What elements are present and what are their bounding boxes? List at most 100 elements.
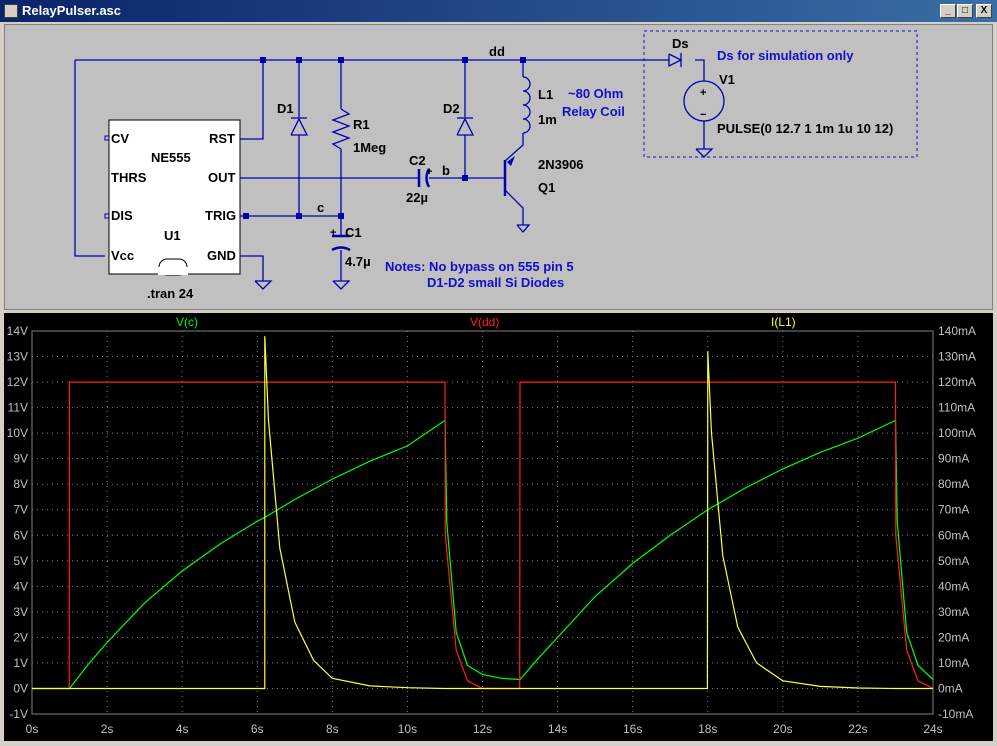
schematic-pane[interactable]: CV RST NE555 THRS OUT DIS TRIG U1 Vcc GN… <box>4 24 993 310</box>
u1-ref: U1 <box>164 228 181 243</box>
c2-ref[interactable]: C2 <box>409 153 426 168</box>
y-right-tick-label: 20mA <box>938 630 969 644</box>
x-tick-label: 10s <box>398 722 417 736</box>
y-right-tick-label: 140mA <box>938 324 976 338</box>
y-left-tick-label: 7V <box>13 503 28 517</box>
y-right-tick-label: 130mA <box>938 350 976 364</box>
note-line-2[interactable]: D1-D2 small Si Diodes <box>427 275 564 290</box>
x-tick-label: 8s <box>326 722 339 736</box>
minimize-button[interactable]: _ <box>940 4 956 18</box>
comment-texts: ~80 Ohm Relay Coil Ds for simulation onl… <box>385 48 854 290</box>
l1-ref[interactable]: L1 <box>538 87 553 102</box>
y-right-tick-label: 110mA <box>938 401 975 415</box>
legend-vc[interactable]: V(c) <box>176 315 198 329</box>
net-dd-label[interactable]: dd <box>489 44 505 59</box>
y-left-tick-label: 14V <box>7 324 28 338</box>
y-left-tick-label: 2V <box>13 630 28 644</box>
x-tick-label: 6s <box>251 722 264 736</box>
pin-dis: DIS <box>111 208 133 223</box>
pin-trig: TRIG <box>205 208 236 223</box>
pin-vcc: Vcc <box>111 248 134 263</box>
net-c-label[interactable]: c <box>317 200 324 215</box>
y-left-tick-label: 12V <box>7 375 28 389</box>
trace-il1[interactable] <box>32 336 933 690</box>
relay-note-1[interactable]: ~80 Ohm <box>568 86 623 101</box>
note-line-1[interactable]: Notes: No bypass on 555 pin 5 <box>385 259 574 274</box>
tran-directive[interactable]: .tran 24 <box>147 286 194 301</box>
u1-type: NE555 <box>151 150 191 165</box>
r1-value[interactable]: 1Meg <box>353 140 386 155</box>
trace-legend[interactable]: V(c) V(dd) I(L1) <box>176 315 796 329</box>
v1-value[interactable]: PULSE(0 12.7 1 1m 1u 10 12) <box>717 121 893 136</box>
y-right-tick-label: 60mA <box>938 528 969 542</box>
ne555-chip[interactable] <box>108 119 241 275</box>
c1-ref[interactable]: C1 <box>345 225 362 240</box>
x-tick-label: 20s <box>773 722 792 736</box>
q1-type[interactable]: 2N3906 <box>538 157 584 172</box>
schematic-canvas[interactable]: CV RST NE555 THRS OUT DIS TRIG U1 Vcc GN… <box>5 25 992 309</box>
legend-vdd[interactable]: V(dd) <box>470 315 499 329</box>
y-left-tick-label: 5V <box>13 554 28 568</box>
y-left-tick-label: 1V <box>13 656 28 670</box>
close-button[interactable]: X <box>976 4 992 18</box>
y-right-tick-label: 120mA <box>938 375 976 389</box>
y-left-tick-label: -1V <box>9 707 28 721</box>
ds-note[interactable]: Ds for simulation only <box>717 48 854 63</box>
component-labels: D1 R1 1Meg D2 L1 1m C2 22µ C1 4.7µ 2N390… <box>147 36 893 301</box>
c2-plus: + <box>426 166 432 178</box>
y-right-tick-label: 30mA <box>938 605 969 619</box>
pin-rst: RST <box>209 131 235 146</box>
pin-out: OUT <box>208 170 236 185</box>
y-right-tick-label: 0mA <box>938 681 963 695</box>
v1-minus: − <box>700 109 706 121</box>
d2-label[interactable]: D2 <box>443 101 460 116</box>
pin-cv: CV <box>111 131 129 146</box>
y-right-tick-label: 10mA <box>938 656 969 670</box>
trace-vc[interactable] <box>32 419 934 690</box>
y-left-tick-label: 0V <box>13 681 28 695</box>
r1-ref[interactable]: R1 <box>353 117 370 132</box>
chip-notch-mask <box>158 267 188 275</box>
v1-ref[interactable]: V1 <box>719 72 735 87</box>
maximize-button[interactable]: □ <box>957 4 973 18</box>
pin-markers <box>104 135 110 219</box>
ds-label[interactable]: Ds <box>672 36 689 51</box>
c1-value[interactable]: 4.7µ <box>345 254 371 269</box>
y-right-tick-label: 100mA <box>938 426 976 440</box>
y-right-tick-label: 80mA <box>938 477 969 491</box>
y-right-tick-label: 50mA <box>938 554 969 568</box>
pin-gnd: GND <box>207 248 236 263</box>
y-right-tick-label: 40mA <box>938 579 969 593</box>
simulation-only-box <box>643 30 918 158</box>
net-b-label[interactable]: b <box>442 163 450 178</box>
legend-il1[interactable]: I(L1) <box>771 315 796 329</box>
y-left-tick-label: 9V <box>13 452 28 466</box>
x-tick-label: 4s <box>176 722 189 736</box>
q1-arrow-icon <box>507 156 515 166</box>
plot-traces <box>32 336 934 690</box>
d1-label[interactable]: D1 <box>277 101 294 116</box>
y-right-tick-label: 90mA <box>938 452 969 466</box>
app-icon <box>4 4 18 18</box>
y-left-tick-label: 11V <box>8 401 28 415</box>
y-left-tick-label: 6V <box>13 528 28 542</box>
x-tick-label: 24s <box>923 722 942 736</box>
l1-value[interactable]: 1m <box>538 112 557 127</box>
x-tick-label: 16s <box>623 722 642 736</box>
v1-plus: + <box>700 87 706 99</box>
pin-thrs: THRS <box>111 170 147 185</box>
chip-pin-labels: CV RST NE555 THRS OUT DIS TRIG U1 Vcc GN… <box>111 131 236 263</box>
x-tick-label: 0s <box>26 722 39 736</box>
x-tick-label: 14s <box>548 722 567 736</box>
q1-ref[interactable]: Q1 <box>538 180 555 195</box>
c2-value[interactable]: 22µ <box>406 190 428 205</box>
polarity-marks: + + + − <box>330 87 706 239</box>
relay-note-2[interactable]: Relay Coil <box>562 104 625 119</box>
x-tick-label: 12s <box>473 722 492 736</box>
y-right-tick-label: 70mA <box>938 503 969 517</box>
y-left-tick-label: 3V <box>13 605 28 619</box>
y-left-tick-label: 8V <box>13 477 28 491</box>
